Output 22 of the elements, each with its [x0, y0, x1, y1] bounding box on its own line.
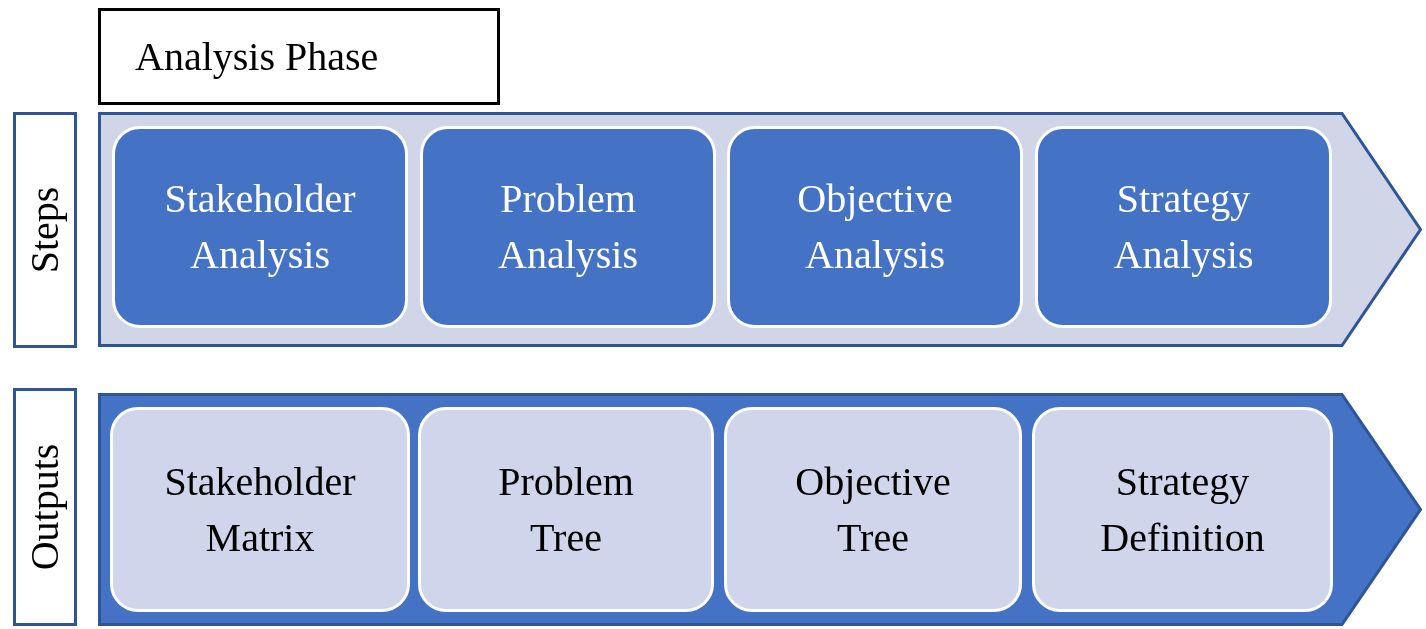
step-box — [420, 126, 716, 328]
output-box — [418, 407, 714, 612]
output-box — [1032, 407, 1333, 612]
output-box — [110, 407, 410, 612]
step-box — [727, 126, 1023, 328]
output-label: Stakeholder Matrix — [163, 457, 357, 562]
step-box — [112, 126, 408, 328]
step-label: Strategy Analysis — [1112, 175, 1255, 279]
output-label: Strategy Definition — [1099, 457, 1266, 562]
phase-box — [98, 8, 500, 105]
step-label: Problem Analysis — [497, 175, 639, 279]
step-box — [1035, 126, 1332, 328]
output-label: Objective Tree — [794, 457, 952, 562]
step-label: Stakeholder Analysis — [163, 175, 357, 279]
phase-title: Analysis Phase — [134, 32, 379, 81]
step-label: Objective Analysis — [796, 175, 954, 279]
row-header-label: Steps — [25, 186, 65, 274]
row-header-box — [13, 112, 77, 348]
output-box — [724, 407, 1022, 612]
row-header-label: Outputs — [25, 443, 65, 571]
row-header-box — [13, 388, 77, 626]
output-label: Problem Tree — [497, 457, 635, 562]
